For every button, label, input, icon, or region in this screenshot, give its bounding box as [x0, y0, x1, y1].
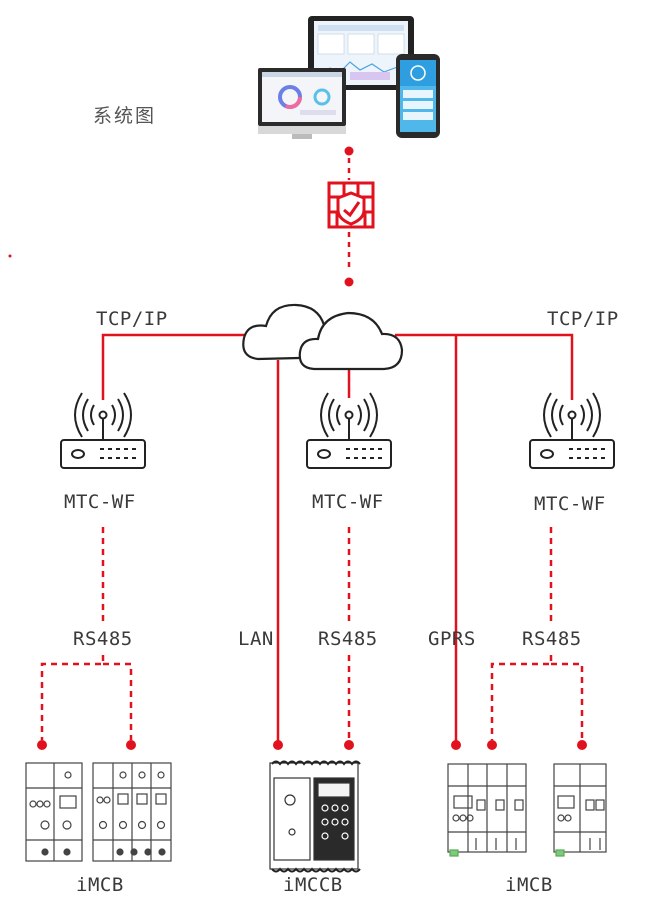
phone-icon — [396, 54, 440, 138]
router-icon-right — [529, 392, 615, 469]
tcp-ip-label-right: TCP/IP — [547, 308, 619, 330]
monitor-icon — [258, 68, 346, 139]
rs485-lines — [40, 527, 584, 740]
imcb-breaker-left-1 — [25, 762, 83, 862]
imcb-breaker-right-2 — [553, 763, 607, 857]
firewall-link — [344, 146, 354, 287]
imcb-breaker-left-2 — [92, 762, 172, 862]
gateway-label-right: MTC-WF — [534, 493, 606, 515]
rs485-label-right: RS485 — [522, 628, 582, 650]
device-label-left: iMCB — [76, 874, 124, 896]
router-icon-left — [60, 392, 146, 469]
device-label-right: iMCB — [505, 874, 553, 896]
tcp-ip-label-left: TCP/IP — [96, 308, 168, 330]
endpoint-dots — [37, 740, 587, 750]
cloud-icon — [242, 303, 404, 371]
rs485-label-left: RS485 — [73, 628, 133, 650]
stray-dot — [8, 254, 12, 258]
rs485-label-mid: RS485 — [318, 628, 378, 650]
imccb-breaker — [269, 760, 361, 873]
router-icon-mid — [306, 392, 392, 469]
firewall-icon — [327, 181, 375, 229]
device-label-mid: iMCCB — [283, 874, 343, 896]
imcb-breaker-right-1 — [447, 763, 527, 857]
gateway-label-mid: MTC-WF — [312, 491, 384, 513]
gateway-label-left: MTC-WF — [64, 491, 136, 513]
gprs-label: GPRS — [428, 628, 476, 650]
diagram-title: 系统图 — [93, 105, 157, 127]
network-lines — [101, 333, 574, 744]
lan-label: LAN — [238, 628, 274, 650]
